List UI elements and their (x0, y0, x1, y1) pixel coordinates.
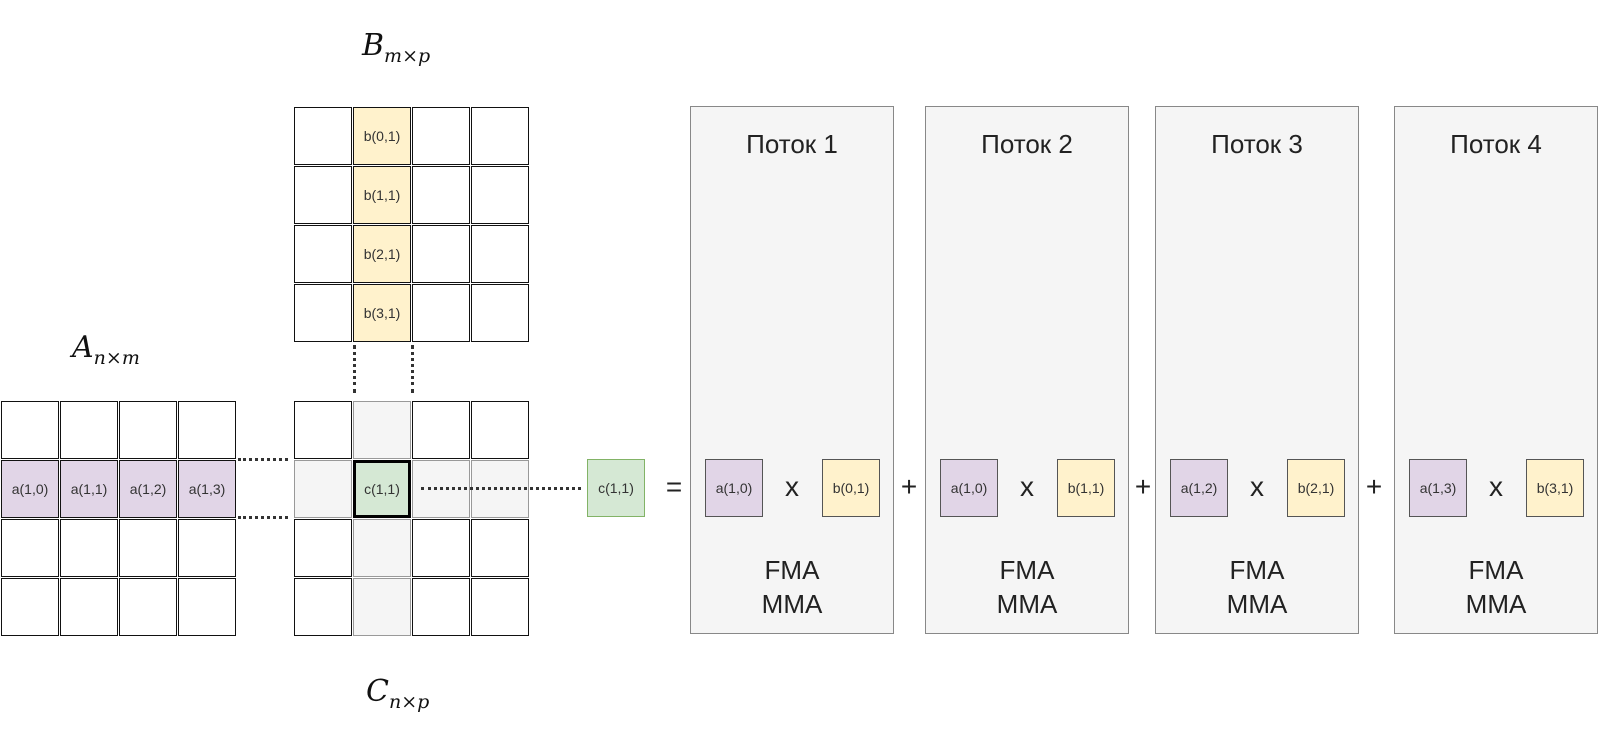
matrix-b-cell (412, 225, 470, 283)
result-cell: c(1,1) (587, 459, 645, 517)
matrix-c-cell (412, 578, 470, 636)
equals-sign: = (665, 471, 683, 502)
matrix-c-cell (471, 401, 529, 459)
matrix-a-cell (119, 519, 177, 577)
matrix-a-cell (60, 578, 118, 636)
plus-sign: + (1365, 471, 1383, 502)
matrix-b-cell: b(0,1) (353, 107, 411, 165)
matrix-b-cell (294, 284, 352, 342)
matrix-b-cell (471, 225, 529, 283)
matrix-a-cell: a(1,1) (60, 460, 118, 518)
matrix-a-cell: a(1,2) (119, 460, 177, 518)
matrix-b-cell (412, 107, 470, 165)
matrix-a-cell (1, 519, 59, 577)
matrix-b-cell: b(1,1) (353, 166, 411, 224)
matrix-b-cell (471, 284, 529, 342)
multiply-sign: x (1020, 471, 1034, 502)
matrix-c-target-cell: c(1,1) (353, 460, 411, 518)
matrix-a-cell (119, 578, 177, 636)
matrix-a-cell (119, 401, 177, 459)
thread-title: Поток 2 (981, 129, 1073, 159)
matrix-c-cell (294, 578, 352, 636)
plus-sign: + (1134, 471, 1152, 502)
thread-title: Поток 3 (1211, 129, 1303, 159)
matrix-a-label: An×m (72, 330, 140, 369)
matrix-c-cell (353, 578, 411, 636)
operand-a: a(1,3) (1409, 459, 1467, 517)
dotted-connector (353, 345, 356, 393)
operand-b: b(1,1) (1057, 459, 1115, 517)
matrix-a-cell (60, 519, 118, 577)
matrix-c-cell (471, 519, 529, 577)
dotted-connector (238, 458, 288, 461)
matrix-a-cell (1, 401, 59, 459)
matrix-b-cell: b(3,1) (353, 284, 411, 342)
matrix-a-cell: a(1,3) (178, 460, 236, 518)
matrix-a-cell (178, 401, 236, 459)
matrix-c-cell (294, 460, 352, 518)
dotted-connector (238, 516, 288, 519)
plus-sign: + (900, 471, 918, 502)
multiply-sign: x (1489, 471, 1503, 502)
matrix-a-cell (178, 578, 236, 636)
matrix-c-label: Cn×p (366, 674, 430, 713)
matrix-b-cell (471, 107, 529, 165)
matrix-b-cell (294, 107, 352, 165)
operand-a: a(1,2) (1170, 459, 1228, 517)
matrix-b-cell (294, 166, 352, 224)
matrix-a-cell (60, 401, 118, 459)
matrix-a-cell: a(1,0) (1, 460, 59, 518)
operand-a: a(1,0) (705, 459, 763, 517)
matrix-c-cell (412, 401, 470, 459)
matrix-c-cell (294, 519, 352, 577)
matrix-c-cell (412, 519, 470, 577)
matrix-b-cell: b(2,1) (353, 225, 411, 283)
matrix-b-cell (294, 225, 352, 283)
operand-a: a(1,0) (940, 459, 998, 517)
matrix-c-cell (353, 519, 411, 577)
multiply-sign: x (1250, 471, 1264, 502)
matrix-b-label: Bm×p (362, 28, 431, 67)
operand-b: b(2,1) (1287, 459, 1345, 517)
thread-title: Поток 1 (746, 129, 838, 159)
operand-b: b(3,1) (1526, 459, 1584, 517)
matrix-b-cell (412, 284, 470, 342)
multiply-sign: x (785, 471, 799, 502)
matrix-b-cell (412, 166, 470, 224)
dotted-connector (411, 345, 414, 393)
matrix-c-cell (471, 578, 529, 636)
dotted-connector (421, 487, 581, 490)
matrix-c-cell (353, 401, 411, 459)
matrix-c-cell (294, 401, 352, 459)
thread-title: Поток 4 (1450, 129, 1542, 159)
matrix-b-cell (471, 166, 529, 224)
matrix-a-cell (178, 519, 236, 577)
operand-b: b(0,1) (822, 459, 880, 517)
matrix-a-cell (1, 578, 59, 636)
